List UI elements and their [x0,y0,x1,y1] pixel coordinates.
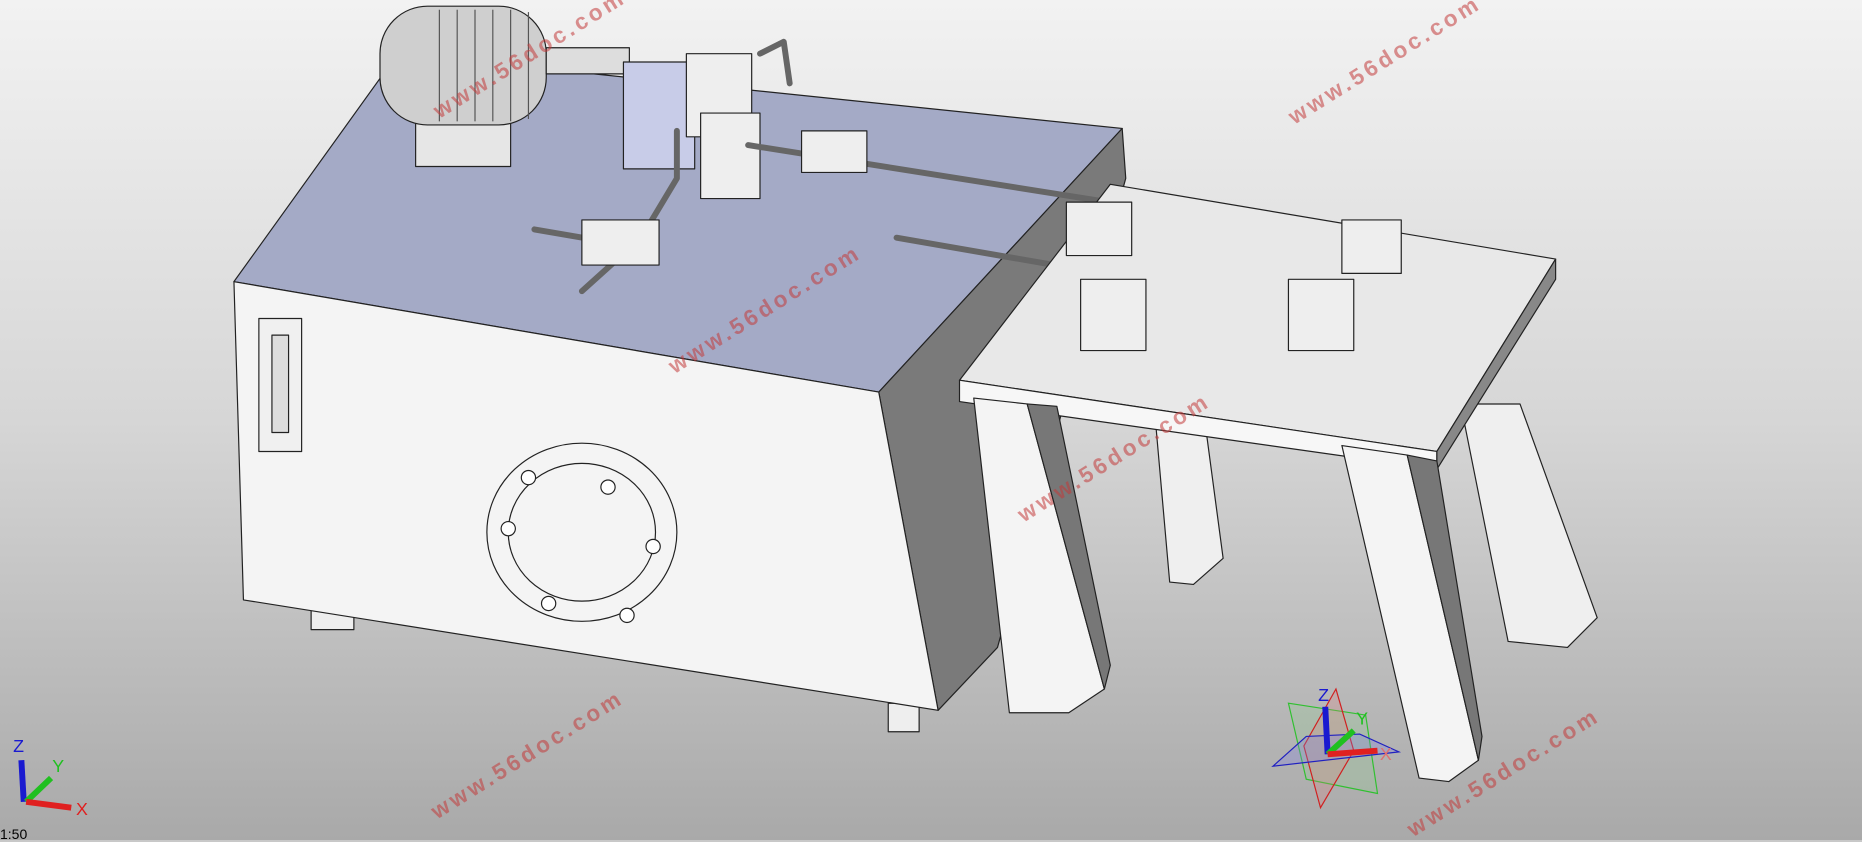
triad-z-label: Z [1318,685,1329,705]
triad-x-label: X [1380,744,1392,764]
pump [622,61,696,170]
axis-y-label: Y [52,756,64,776]
test-table[interactable] [958,183,1598,783]
axis-z-label: Z [13,736,24,756]
motor[interactable] [379,5,761,200]
svg-text:www.56doc.com: www.56doc.com [426,685,628,824]
axis-indicator: Z Y X [13,736,88,819]
triad-y-label: Y [1356,709,1368,729]
scale-readout: 1:50 [0,826,28,842]
reference-triad[interactable]: Z Y X [1271,685,1402,810]
axis-x-label: X [76,799,88,819]
tank-front [233,281,939,711]
svg-text:www.56doc.com: www.56doc.com [1283,0,1485,130]
flange [486,442,678,624]
